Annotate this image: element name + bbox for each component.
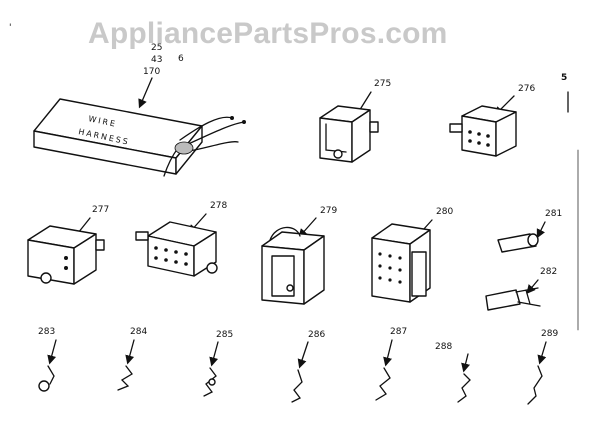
part-276-label: 276 bbox=[518, 84, 535, 94]
part-284-label: 284 bbox=[130, 327, 147, 337]
harness-side-note: 6 bbox=[178, 54, 184, 64]
part-280[interactable]: 280 bbox=[371, 207, 453, 303]
watermark: AppliancePartsPros.com bbox=[88, 17, 448, 50]
part-279-label: 279 bbox=[320, 206, 337, 216]
wire-harness[interactable]: 25 43 170 6 WIRE HARNESS bbox=[33, 43, 246, 177]
svg-text:': ' bbox=[9, 23, 11, 33]
corner-mark: 5 bbox=[561, 73, 567, 83]
part-279[interactable]: 279 bbox=[261, 206, 337, 305]
part-287[interactable]: 287 bbox=[375, 327, 407, 401]
part-278-label: 278 bbox=[210, 201, 227, 211]
part-285-label: 285 bbox=[216, 330, 233, 340]
part-281[interactable]: 281 bbox=[497, 209, 562, 253]
harness-arrow bbox=[138, 77, 153, 109]
part-283[interactable]: 283 bbox=[38, 327, 57, 392]
part-275[interactable]: 275 bbox=[319, 79, 391, 163]
part-286[interactable]: 286 bbox=[291, 330, 325, 403]
part-284[interactable]: 284 bbox=[117, 327, 147, 391]
part-282[interactable]: 282 bbox=[485, 267, 557, 311]
harness-ref-43: 43 bbox=[151, 55, 162, 65]
part-288-label: 288 bbox=[435, 342, 452, 352]
part-276[interactable]: 276 bbox=[449, 84, 535, 157]
part-277[interactable]: 277 bbox=[27, 205, 109, 285]
part-277-label: 277 bbox=[92, 205, 109, 215]
part-286-label: 286 bbox=[308, 330, 325, 340]
harness-ref-25: 25 bbox=[151, 43, 162, 53]
part-289[interactable]: 289 bbox=[527, 329, 558, 405]
part-278[interactable]: 278 bbox=[135, 201, 227, 277]
part-285[interactable]: 285 bbox=[203, 330, 233, 397]
part-275-label: 275 bbox=[374, 79, 391, 89]
part-288[interactable]: 288 bbox=[435, 342, 471, 403]
part-287-label: 287 bbox=[390, 327, 407, 337]
part-283-label: 283 bbox=[38, 327, 55, 337]
part-282-label: 282 bbox=[540, 267, 557, 277]
part-289-label: 289 bbox=[541, 329, 558, 339]
part-281-label: 281 bbox=[545, 209, 562, 219]
part-280-label: 280 bbox=[436, 207, 453, 217]
harness-ref-170: 170 bbox=[143, 67, 160, 77]
